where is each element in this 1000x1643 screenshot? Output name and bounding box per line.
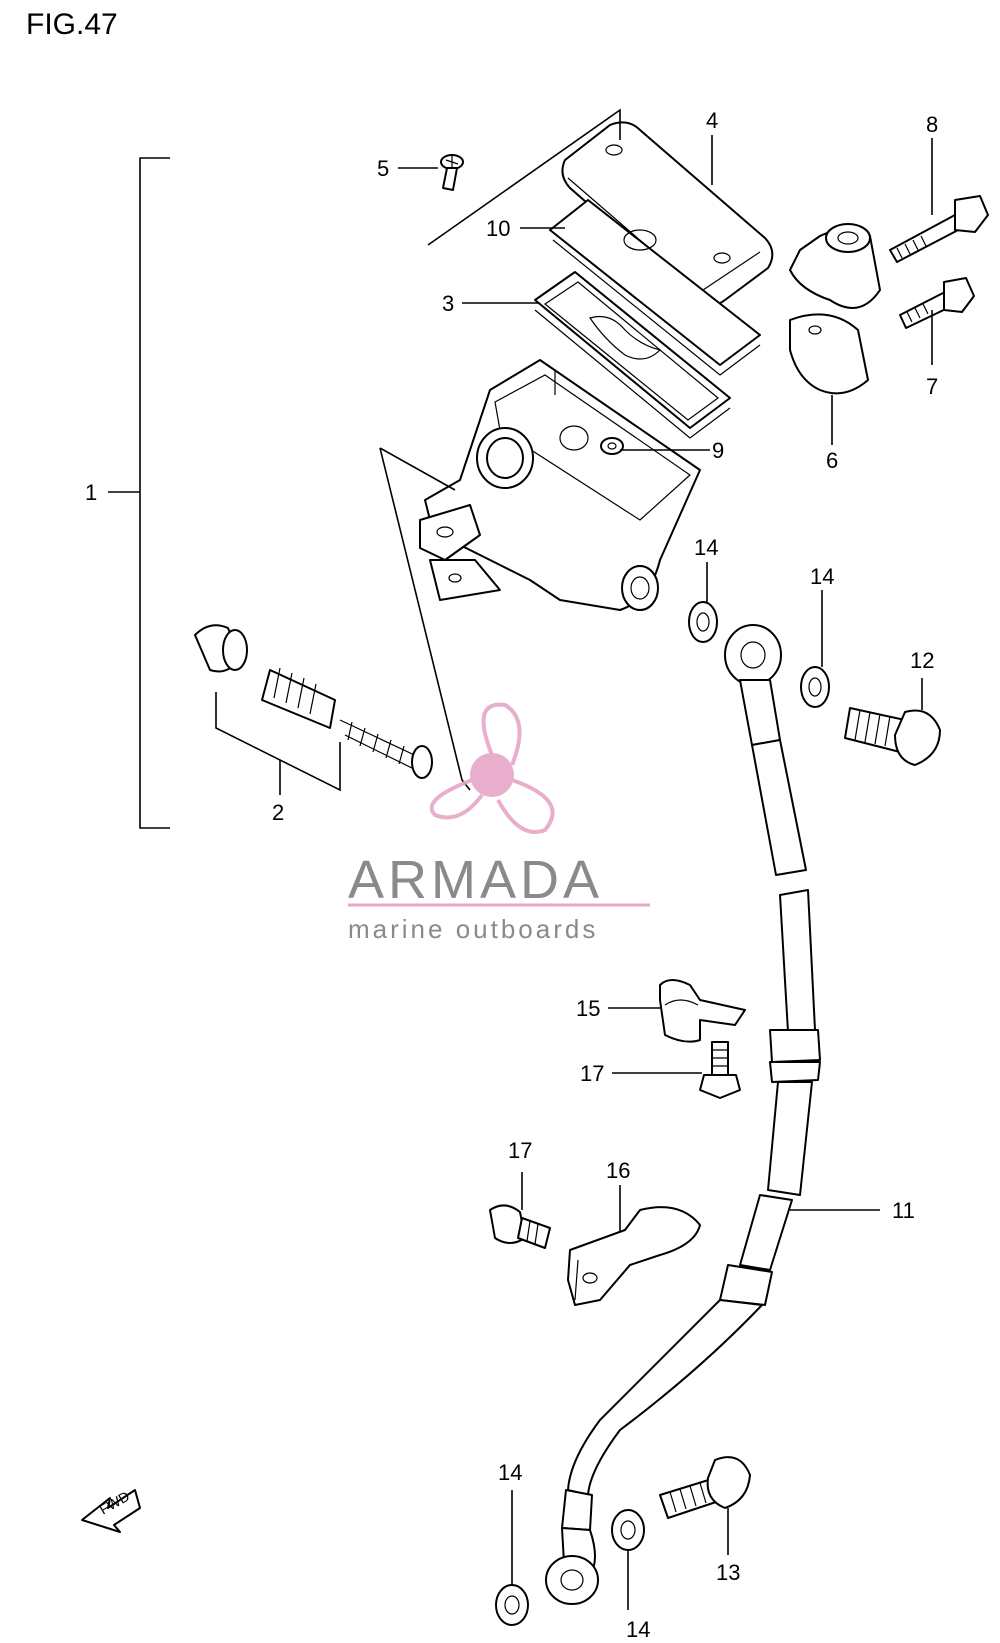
callout-14-lower-right: 14 xyxy=(626,1617,650,1642)
callout-14-upper-left: 14 xyxy=(694,535,718,560)
callout-9: 9 xyxy=(712,438,724,463)
callout-17-upper: 17 xyxy=(580,1061,604,1086)
callout-14-upper-right: 14 xyxy=(810,564,834,589)
washer-lower-right xyxy=(611,1509,645,1551)
diaphragm xyxy=(534,271,731,439)
callout-15: 15 xyxy=(576,996,600,1021)
piston-assembly xyxy=(194,624,433,779)
callout-11: 11 xyxy=(892,1198,915,1223)
forward-direction-arrow: FWD xyxy=(81,1488,141,1533)
bolt-long xyxy=(889,195,989,263)
figure-title: FIG.47 xyxy=(26,8,118,41)
leader-lines xyxy=(398,135,933,1610)
hose-bracket xyxy=(567,1206,701,1306)
callout-2: 2 xyxy=(272,800,284,825)
callout-6: 6 xyxy=(826,448,838,473)
washer-upper-left xyxy=(688,601,718,643)
callout-10: 10 xyxy=(486,216,510,241)
bolt-short xyxy=(899,277,975,329)
callout-7: 7 xyxy=(926,374,938,399)
bolt-clamp-upper xyxy=(699,1041,741,1099)
callout-5: 5 xyxy=(377,156,389,181)
washer-upper-right xyxy=(800,666,830,708)
watermark-tagline: marine outboards xyxy=(348,914,598,944)
clamp-holder xyxy=(789,223,881,395)
brake-hose xyxy=(545,624,821,1605)
banjo-bolt-lower xyxy=(659,1456,751,1519)
bolt-clamp-lower xyxy=(489,1204,551,1249)
callout-17-lower: 17 xyxy=(508,1138,532,1163)
callout-1: 1 xyxy=(85,480,97,505)
callout-8: 8 xyxy=(926,112,938,137)
callout-3: 3 xyxy=(442,291,454,316)
washer-small xyxy=(600,437,624,455)
callout-14-lower-left: 14 xyxy=(498,1460,522,1485)
callout-labels: 1 2 3 4 5 6 7 8 9 10 11 12 13 14 14 14 1… xyxy=(85,108,938,1642)
callout-4: 4 xyxy=(706,108,718,133)
master-cylinder-body xyxy=(419,359,701,611)
washer-lower-left xyxy=(495,1584,529,1626)
hose-clamp xyxy=(659,979,746,1043)
watermark-brand: ARMADA xyxy=(348,850,603,910)
assembly-bracket xyxy=(108,157,170,829)
banjo-bolt-upper xyxy=(844,707,941,766)
callout-12: 12 xyxy=(910,648,934,673)
watermark-logo xyxy=(429,702,555,834)
callout-13: 13 xyxy=(716,1560,740,1585)
screw xyxy=(440,154,464,191)
plate xyxy=(549,199,761,376)
callout-16: 16 xyxy=(606,1158,630,1183)
